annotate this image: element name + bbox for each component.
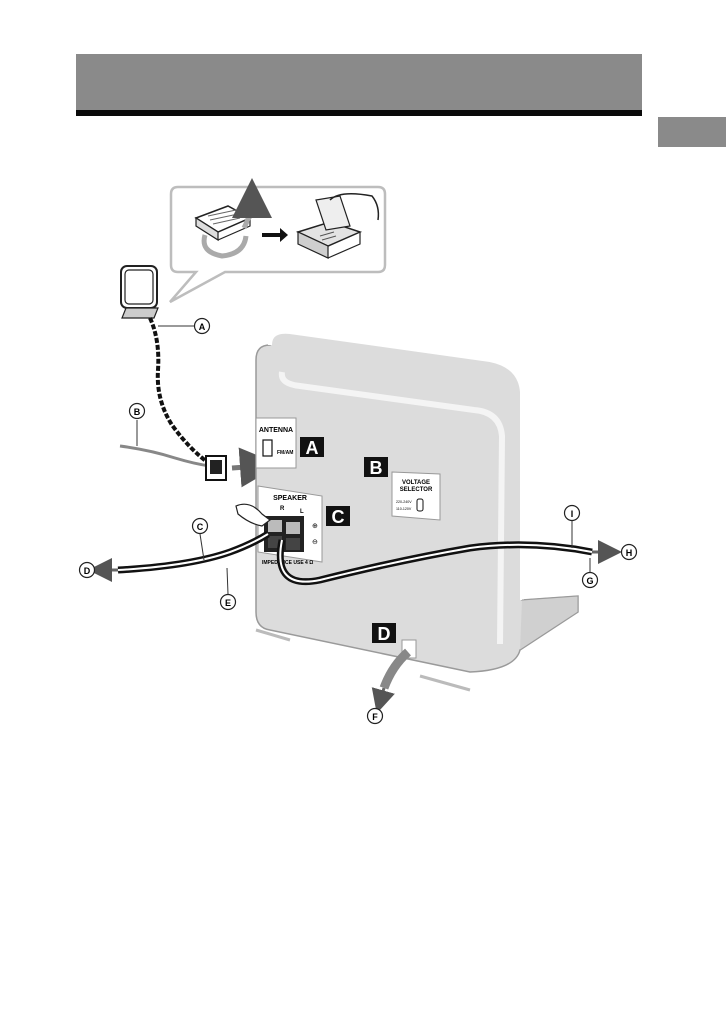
svg-text:C: C	[332, 507, 345, 527]
chapter-side-tab	[658, 117, 726, 147]
callout-d: D	[78, 561, 96, 579]
power-cord	[379, 648, 412, 690]
svg-text:B: B	[134, 407, 141, 417]
arrow-to-F	[371, 687, 395, 714]
svg-text:H: H	[626, 548, 633, 558]
callout-leaders	[136, 325, 591, 595]
section-header-band	[76, 54, 642, 110]
antenna-lead-wire	[148, 317, 212, 466]
callout-a: A	[193, 317, 211, 335]
antenna-terminal-panel: ANTENNA FM/AM	[255, 417, 297, 469]
callout-e: E	[219, 593, 237, 611]
callout-f: F	[366, 707, 384, 725]
svg-text:E: E	[225, 598, 231, 608]
callout-c: C	[191, 517, 209, 535]
callout-b: B	[128, 402, 146, 420]
callout-i: I	[563, 504, 581, 522]
callout-g: G	[581, 571, 599, 589]
svg-text:D: D	[378, 624, 391, 644]
speaker-panel-title: SPEAKER	[273, 495, 307, 502]
antenna-connector-icon	[205, 455, 227, 481]
finger-icon	[235, 503, 271, 527]
callout-h: H	[620, 543, 638, 561]
panel-label-d: D	[372, 623, 396, 644]
speaker-cable-right	[117, 531, 270, 574]
voltage-line2: SELECTOR	[400, 487, 433, 493]
svg-text:G: G	[586, 576, 593, 586]
plus-symbol: ⊕	[312, 523, 318, 530]
antenna-folded-icon	[194, 178, 272, 259]
minus-symbol: ⊖	[312, 539, 318, 546]
svg-text:I: I	[571, 509, 574, 519]
svg-text:B: B	[370, 458, 383, 478]
svg-text:A: A	[306, 438, 319, 458]
voltage-option-1: 220-240V	[396, 500, 412, 504]
voltage-option-2: 110-120V	[396, 507, 412, 511]
antenna-panel-title: ANTENNA	[259, 427, 293, 434]
svg-text:D: D	[84, 566, 91, 576]
voltage-line1: VOLTAGE	[402, 480, 430, 486]
voltage-selector-panel: VOLTAGE SELECTOR 220-240V 110-120V	[391, 471, 441, 521]
antenna-stand-icon	[295, 193, 380, 259]
loop-antenna-icon	[120, 265, 159, 319]
antenna-assembly-inset	[169, 178, 387, 304]
section-header-rule	[76, 110, 642, 116]
svg-text:F: F	[372, 712, 378, 722]
step-arrow-icon	[262, 228, 288, 242]
panel-label-c: C	[326, 506, 350, 527]
svg-text:A: A	[199, 322, 206, 332]
panel-label-b: B	[364, 457, 388, 478]
impedance-label: IMPEDANCE USE 4 Ω	[262, 560, 313, 566]
speaker-right-label: R	[280, 506, 285, 512]
antenna-jack-label: FM/AM	[277, 450, 293, 456]
speaker-terminal-panel: SPEAKER R L ⊕ ⊖ IMPEDANCE USE 4 Ω	[257, 485, 323, 566]
speaker-left-label: L	[300, 509, 304, 515]
svg-text:C: C	[197, 522, 204, 532]
antenna-ground-wire	[119, 444, 211, 468]
panel-label-a: A	[300, 437, 324, 458]
